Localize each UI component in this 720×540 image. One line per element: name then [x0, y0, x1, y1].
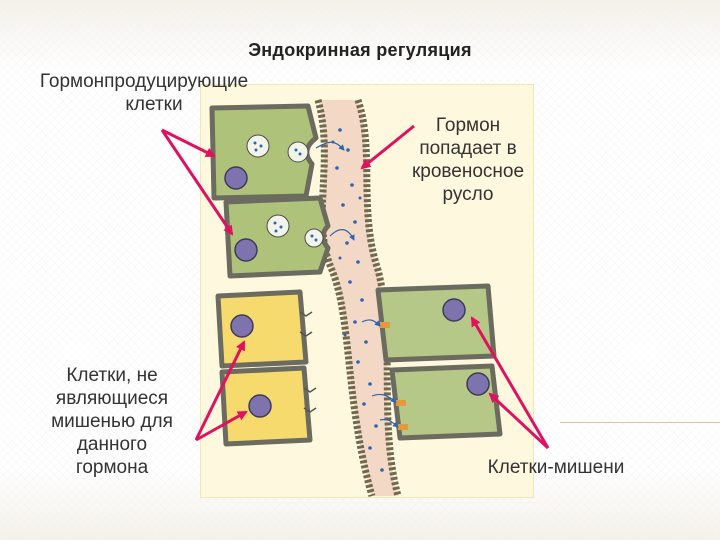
label-nontarget-line2: являющиеся [55, 388, 169, 409]
nucleus [234, 238, 258, 262]
nucleus [442, 298, 466, 322]
label-nontarget-line4: данного [76, 434, 148, 455]
target-cell-bottom [371, 363, 503, 441]
label-hormone-line1: Гормон [435, 115, 501, 136]
receptor-icon [299, 311, 313, 337]
label-producing-cells-line2: клетки [125, 94, 183, 115]
hormone-vesicle [246, 134, 270, 158]
receptor-icon [380, 322, 390, 328]
label-producing-cells: Гормонпродуцирующие клетки [6, 70, 282, 116]
nontarget-cell-bottom [219, 365, 317, 447]
nucleus [230, 314, 254, 338]
label-nontarget-line5: гормона [75, 457, 149, 478]
background-fade-top [0, 0, 720, 70]
hormone-vesicle [304, 228, 324, 248]
label-hormone-line4: русло [442, 184, 494, 205]
nontarget-cell-top [215, 289, 313, 369]
binding-arrow [361, 319, 381, 327]
receptor-icon [396, 400, 406, 406]
label-nontarget-line3: мишенью для [51, 411, 173, 432]
hormone-vesicle [287, 141, 309, 163]
arrow-to-vessel [360, 124, 415, 170]
secretion-arrow [329, 229, 355, 241]
arrow-to-nontarget-top [194, 340, 246, 441]
label-nontarget-line1: Клетки, не [66, 365, 158, 386]
label-hormone-line3: кровеносное [411, 161, 525, 182]
arrow-to-producing-top [161, 128, 216, 158]
producing-cell-bottom [223, 195, 355, 279]
receptor-icon [398, 424, 408, 430]
receptor-icon [303, 387, 317, 413]
nucleus [224, 166, 248, 190]
arrow-to-target-top [470, 316, 550, 449]
binding-arrow [371, 393, 397, 403]
label-target-cells: Клетки-мишени [487, 457, 625, 478]
blood-vessel [314, 98, 402, 497]
label-hormone-line2: попадает в [419, 138, 517, 159]
producing-cell-top [209, 103, 345, 201]
decorative-line [560, 422, 720, 423]
arrow-to-target-bottom [488, 392, 550, 450]
label-hormone-enters-blood: Гормон попадает в кровеносное русло [392, 114, 544, 206]
nucleus [248, 394, 272, 418]
label-producing-cells-line1: Гормонпродуцирующие [39, 71, 249, 92]
callout-arrows [160, 124, 550, 450]
target-cell-top [361, 283, 497, 363]
slide-title: Эндокринная регуляция [248, 40, 472, 60]
label-nontarget-cells: Клетки, не являющиеся мишенью для данног… [36, 364, 188, 479]
arrow-to-producing-bottom [160, 129, 234, 236]
arrow-to-nontarget-bottom [195, 410, 248, 442]
hormone-dots [331, 128, 384, 472]
binding-arrow [379, 418, 399, 428]
hormone-vesicle [266, 214, 290, 238]
secretion-arrow [315, 141, 345, 151]
nucleus [466, 372, 490, 396]
